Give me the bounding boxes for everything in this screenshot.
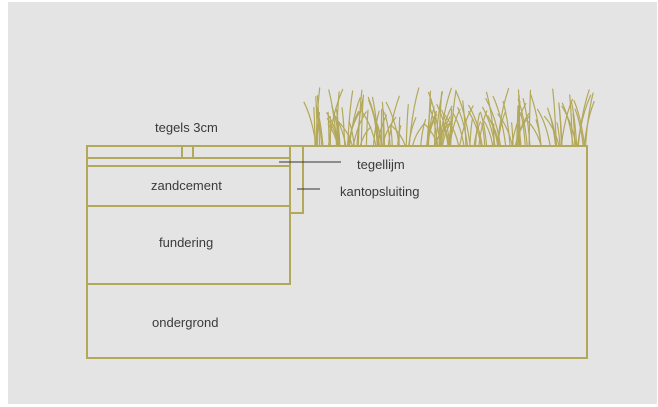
grass-blade (497, 112, 506, 146)
grass-blade (468, 104, 483, 146)
grass-blade (441, 109, 451, 146)
grass-blade (571, 102, 578, 146)
grass-blade (537, 108, 551, 146)
grass-blade (548, 112, 558, 146)
grass-blade (381, 101, 386, 146)
grass-blade (452, 113, 465, 146)
grass-blade (326, 118, 339, 146)
grass-blade (371, 96, 379, 146)
label-tile-adhesive: tegellijm (357, 157, 405, 172)
edge-finish-strip (289, 145, 304, 214)
grass-blade (326, 112, 340, 146)
tile-left (86, 145, 183, 159)
grass-blade (420, 119, 427, 146)
grass-blade (482, 106, 496, 146)
grass-blade (450, 90, 457, 146)
grass-blade (315, 87, 321, 146)
grass-blade (556, 122, 561, 146)
grass-blade (457, 106, 468, 146)
label-edge-finish: kantopsluiting (340, 184, 420, 199)
grass-blade (520, 112, 526, 146)
grass-blade (427, 91, 441, 146)
label-tiles: tegels 3cm (155, 120, 218, 135)
grass-blade (440, 116, 451, 146)
grass-blade (475, 112, 481, 146)
grass-blade (560, 98, 573, 146)
grass-blade (348, 120, 355, 146)
grass-blade (492, 95, 507, 146)
grass-blade (439, 105, 453, 146)
grass-blade (511, 122, 514, 146)
grass-blade (365, 109, 369, 146)
grass-blade (469, 117, 474, 146)
grass-blade (522, 98, 531, 146)
grass-blade (357, 89, 363, 146)
grass-blade (572, 113, 576, 146)
grass-blade (435, 91, 443, 146)
grass-blade (423, 122, 439, 146)
grass-blade (535, 119, 542, 146)
grass-blade (373, 114, 378, 146)
grass-blade (543, 115, 560, 146)
grass-blade (577, 94, 592, 146)
grass-blade (385, 101, 400, 146)
grass-blade (360, 94, 364, 146)
grass-blade (348, 110, 360, 146)
grass-blade (381, 116, 397, 146)
grass-blade (468, 111, 482, 146)
grass-blade (384, 112, 391, 146)
grass-blade (561, 102, 574, 146)
grass-blade (405, 104, 409, 146)
grass-blade (479, 111, 488, 146)
grass-blade (375, 121, 383, 146)
grass-blade (349, 97, 361, 146)
grass-blade (481, 122, 486, 146)
grass-blade (315, 104, 324, 146)
grass-blade (516, 105, 519, 146)
grass-blade (483, 121, 494, 146)
grass-blade (449, 108, 453, 146)
grass-blade (361, 110, 377, 146)
grass-blade (517, 98, 528, 146)
grass-blade (427, 111, 437, 146)
grass-blade (303, 101, 317, 146)
grass-blade (574, 108, 584, 146)
grass-blade (347, 90, 354, 146)
grass-blade (390, 126, 393, 146)
grass-blade (561, 105, 577, 146)
grass-blade (462, 100, 467, 146)
grass-blade (517, 123, 522, 146)
grass-blade (408, 87, 420, 146)
grass-blade (459, 105, 474, 146)
label-sand-cement: zandcement (151, 178, 222, 193)
grass-blade (412, 123, 425, 146)
grass-blade (443, 113, 460, 146)
tile-adhesive-layer (86, 157, 291, 167)
grass-blade (455, 89, 471, 146)
grass-blade (573, 100, 585, 146)
label-foundation: fundering (159, 235, 214, 250)
grass-blade (316, 95, 321, 146)
grass-blade (485, 98, 501, 146)
grass-blade (585, 92, 594, 146)
tile-right (192, 145, 291, 159)
grass-blade (331, 105, 341, 146)
diagram-canvas: tegels 3cm tegellijm zandcement kantopsl… (8, 2, 657, 404)
label-subsoil: ondergrond (152, 315, 219, 330)
grass-illustration (303, 87, 595, 146)
